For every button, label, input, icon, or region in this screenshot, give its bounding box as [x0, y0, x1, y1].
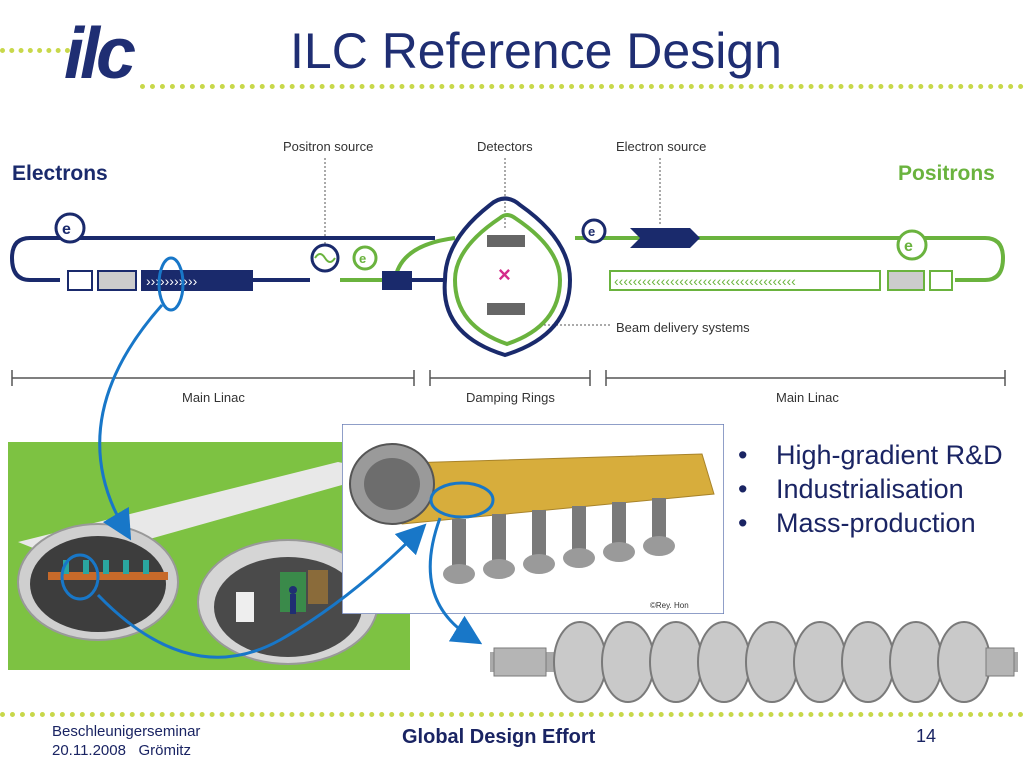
positron-badge-center: e: [352, 245, 378, 271]
bullet-list: •High-gradient R&D •Industrialisation •M…: [738, 438, 1018, 540]
dot-divider-title: [140, 84, 1024, 89]
arrow-linac-to-tunnel: [98, 304, 164, 541]
svg-text:e: e: [588, 224, 595, 239]
footer-event: Beschleunigerseminar: [52, 723, 201, 740]
positron-badge-right: e: [896, 229, 928, 261]
footer-date-place: 20.11.2008 Grömitz: [52, 742, 191, 759]
dot-divider-top: [0, 48, 70, 53]
accelerator-schematic: ››››››››››› ‹‹‹‹‹‹‹‹‹‹‹‹‹‹‹‹‹‹‹‹‹‹‹‹‹‹‹‹…: [9, 158, 1006, 386]
arrow-tunnel-to-cryomodule: [96, 523, 427, 659]
electron-badge-right: e: [581, 218, 607, 244]
positron-damping-ring: [452, 213, 563, 347]
svg-text:e: e: [359, 251, 366, 266]
electrons-label: Electrons: [12, 162, 108, 185]
positron-main-linac: ‹‹‹‹‹‹‹‹‹‹‹‹‹‹‹‹‹‹‹‹‹‹‹‹‹‹‹‹‹‹‹‹‹‹‹‹‹‹‹: [609, 270, 953, 291]
positron-return-line: [575, 236, 1006, 282]
arrow-cryomodule-to-cavity: [428, 517, 483, 645]
svg-text:e: e: [904, 238, 913, 255]
section-dimension-bars: [11, 370, 1006, 386]
positron-source-label: Positron source: [283, 139, 374, 154]
slide-title: ILC Reference Design: [290, 23, 782, 79]
svg-text:‹‹‹‹‹‹‹‹‹‹‹‹‹‹‹‹‹‹‹‹‹‹‹‹‹‹‹‹‹‹: ‹‹‹‹‹‹‹‹‹‹‹‹‹‹‹‹‹‹‹‹‹‹‹‹‹‹‹‹‹‹‹‹‹‹‹‹‹‹‹: [614, 273, 796, 289]
dot-divider-footer: [0, 712, 1024, 717]
positrons-label: Positrons: [898, 162, 995, 185]
page-number: 14: [916, 726, 937, 746]
interaction-point-marker: ×: [498, 262, 511, 287]
electron-bunch-compressor: [382, 271, 412, 290]
bullet-item: •Mass-production: [738, 508, 976, 538]
electron-source-gun: [630, 228, 700, 248]
electron-return-line: [9, 236, 435, 282]
detector-upper: [487, 235, 525, 247]
detectors-label: Detectors: [477, 139, 533, 154]
tunnel-highlight-ellipse: [60, 553, 100, 601]
main-linac-right-label: Main Linac: [776, 390, 839, 405]
svg-text:e: e: [62, 221, 71, 238]
bullet-text: Industrialisation: [776, 474, 964, 504]
electron-badge-left: e: [54, 212, 86, 244]
main-linac-left-label: Main Linac: [182, 390, 245, 405]
bullet-text: Mass-production: [776, 508, 976, 538]
logo-text: ilc: [64, 14, 135, 92]
bullet-item: •High-gradient R&D: [738, 440, 1003, 470]
bullet-text: High-gradient R&D: [776, 440, 1003, 470]
linac-highlight-ellipse: [157, 256, 185, 312]
cavity-image: [490, 621, 1018, 703]
bullet-item: •Industrialisation: [738, 474, 964, 504]
image-credit: ©Rey. Hon: [650, 601, 689, 610]
ilc-logo: ilc: [64, 14, 139, 92]
detector-lower: [487, 303, 525, 315]
electron-source-label: Electron source: [616, 139, 707, 154]
beam-delivery-label: Beam delivery systems: [616, 320, 750, 335]
footer-center: Global Design Effort: [402, 726, 596, 748]
footer-left: Beschleunigerseminar 20.11.2008 Grömitz: [52, 722, 200, 760]
cryomodule-highlight-ellipse: [429, 481, 495, 519]
electron-damping-ring: [442, 196, 573, 358]
cryomodule-image: ©Rey. Hon: [342, 424, 724, 614]
damping-rings-label: Damping Rings: [466, 390, 555, 405]
